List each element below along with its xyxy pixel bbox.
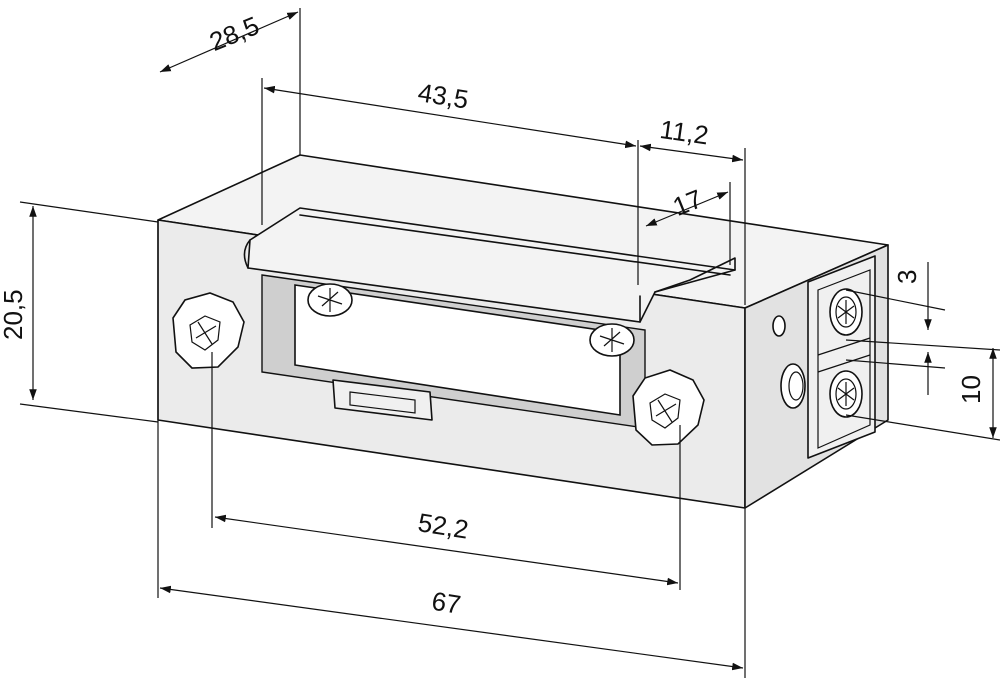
latch-cover-plate: [247, 207, 736, 323]
recess-inner-wall: [294, 284, 621, 416]
dim-label-terminal-width: 11,2: [658, 114, 710, 150]
terminal-block: [772, 255, 876, 459]
latch-assembly: [243, 207, 736, 429]
dim-line-screw-spacing: [214, 514, 679, 586]
terminal-screw-bottom: [829, 370, 863, 418]
end-face-hole-large: [780, 363, 806, 409]
latch-keeper: [332, 379, 433, 421]
dim-line-overall-length: [159, 585, 744, 671]
dim-label-screw-spacing: 52,2: [416, 507, 471, 545]
mounting-screw-right: [632, 369, 705, 446]
end-face-hole-small: [772, 315, 786, 337]
inner-screw-left: [307, 283, 353, 317]
dim-line-depth: [159, 11, 299, 73]
dim-line-catch-length: [263, 85, 637, 149]
dim-line-latch-depth: [645, 191, 729, 227]
dim-label-terminal-offset: 3: [892, 270, 922, 284]
dim-label-overall-length: 67: [430, 586, 463, 620]
dim-label-depth: 28,5: [205, 10, 263, 57]
dim-label-catch-length: 43,5: [416, 77, 471, 115]
mounting-screw-left: [172, 292, 245, 369]
dimension-lines: [29, 11, 997, 671]
dim-label-height: 20,5: [0, 289, 28, 340]
inner-screw-right: [589, 323, 635, 357]
terminal-screw-top: [829, 288, 863, 336]
dim-line-terminal-width: [639, 143, 744, 163]
dim-label-terminal-spacing: 10: [956, 375, 986, 404]
